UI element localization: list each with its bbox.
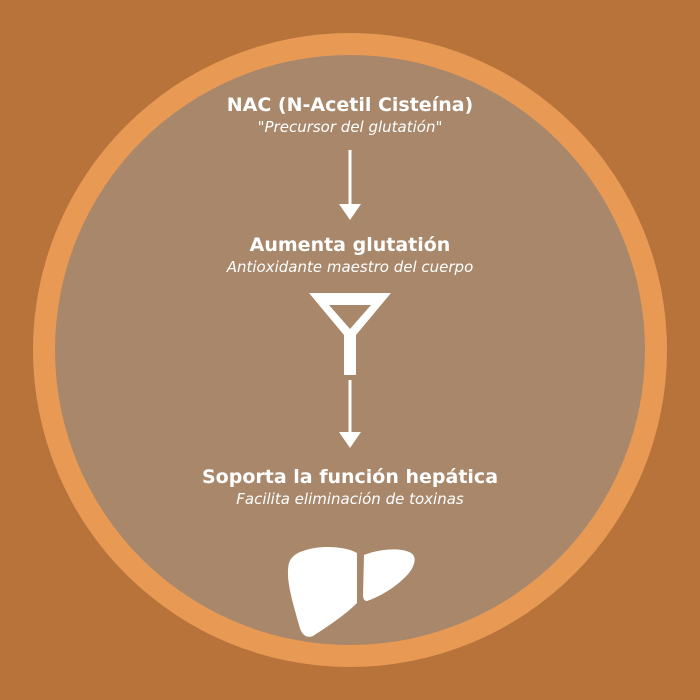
step-title: Soporta la función hepática	[201, 466, 499, 488]
arrow-down-icon	[339, 150, 361, 220]
liver-icon	[287, 547, 415, 637]
step-subtitle: "Precursor del glutatión"	[257, 118, 443, 136]
step-liver-function: Soporta la función hepática Facilita eli…	[0, 465, 700, 509]
step-title: Aumenta glutatión	[249, 234, 451, 256]
arrow-down-icon	[339, 380, 361, 448]
step-glutathione: Aumenta glutatión Antioxidante maestro d…	[0, 233, 700, 277]
step-subtitle: Antioxidante maestro del cuerpo	[226, 258, 474, 276]
funnel-icon	[309, 293, 391, 375]
step-subtitle: Facilita eliminación de toxinas	[236, 490, 464, 508]
step-nac: NAC (N-Acetil Cisteína) "Precursor del g…	[0, 93, 700, 137]
step-title: NAC (N-Acetil Cisteína)	[226, 94, 474, 116]
